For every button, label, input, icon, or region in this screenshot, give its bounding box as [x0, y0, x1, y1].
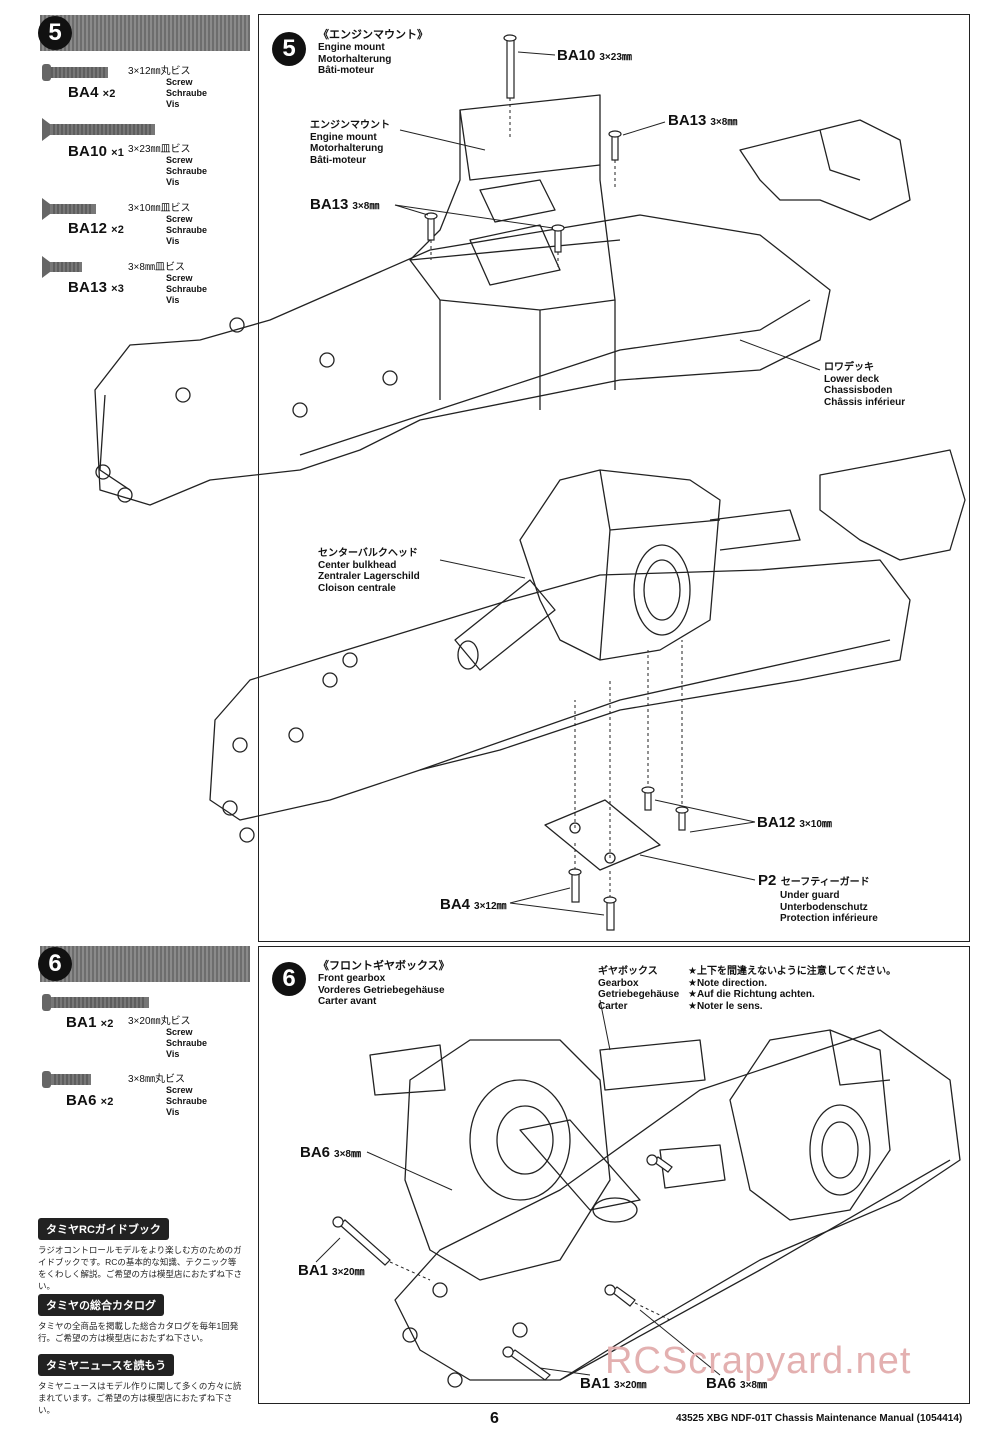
screw-ba10-icon [42, 118, 155, 141]
page-number: 6 [490, 1410, 499, 1427]
label-center-bulkhead: センターバルクヘッド Center bulkhead Zentraler Lag… [318, 548, 420, 594]
screw-ba6-icon [42, 1071, 91, 1088]
label-lower-deck: ロワデッキ Lower deck Chassisboden Châssis in… [824, 362, 906, 408]
label-engine-mount: エンジンマウント Engine mount Motorhalterung Bât… [310, 120, 390, 166]
promo-news: タミヤニュースを読もう タミヤニュースはモデル作りに関して多くの方々に読まれてい… [38, 1354, 243, 1416]
label-under-guard: P2 セーフティーガード Under guard Unterbodenschut… [758, 872, 878, 924]
step5-number-badge: 5 [38, 16, 72, 50]
part-ba12-code: BA12×2 [68, 220, 125, 237]
promo-catalog: タミヤの総合カタログ タミヤの全商品を掲載した総合カタログを毎年1回発行。ご希望… [38, 1294, 243, 1344]
screw-ba4-icon [42, 64, 108, 81]
step6-title: 《フロントギヤボックス》 Front gearbox Vorderes Getr… [318, 960, 450, 1007]
part-ba12-spec: 3×10㎜皿ビス Screw Schraube Vis [128, 203, 208, 246]
step6-panel-number: 6 [272, 962, 306, 996]
screw-ba1-icon [42, 994, 149, 1011]
part-ba13-spec: 3×8㎜皿ビス Screw Schraube Vis [128, 262, 208, 305]
part-ba4-spec: 3×12㎜丸ビス Screw Schraube Vis [128, 66, 208, 109]
step6-diagram-panel [258, 946, 970, 1404]
part-ba6-spec: 3×8㎜丸ビス Screw Schraube Vis [128, 1074, 208, 1117]
watermark-text: RCScrapyard.net [605, 1340, 912, 1382]
screw-ba13-icon [42, 256, 82, 278]
note-direction: ★上下を間違えないように注意してください。 ★Note direction. ★… [688, 966, 897, 1012]
promo-guidebook: タミヤRCガイドブック ラジオコントロールモデルをより楽しむ方のためのガイドブッ… [38, 1218, 243, 1292]
part-ba10-code: BA10×1 [68, 143, 125, 160]
step6-number-badge: 6 [38, 947, 72, 981]
label-gearbox: ギヤボックス Gearbox Getriebegehäuse Carter [598, 966, 680, 1012]
part-ba1-code: BA1×2 [66, 1014, 114, 1031]
step5-title: 《エンジンマウント》 Engine mount Motorhalterung B… [318, 29, 428, 76]
part-ba1-spec: 3×20㎜丸ビス Screw Schraube Vis [128, 1016, 208, 1059]
part-ba13-code: BA13×3 [68, 279, 125, 296]
step5-header-bar [40, 15, 250, 51]
part-ba4-code: BA4×2 [68, 84, 116, 101]
part-ba10-spec: 3×23㎜皿ビス Screw Schraube Vis [128, 144, 208, 187]
screw-ba12-icon [42, 198, 96, 220]
part-ba6-code: BA6×2 [66, 1092, 114, 1109]
step6-header-bar [40, 946, 250, 982]
footer-manual-title: 43525 XBG NDF-01T Chassis Maintenance Ma… [676, 1413, 963, 1424]
step5-panel-number: 5 [272, 32, 306, 66]
